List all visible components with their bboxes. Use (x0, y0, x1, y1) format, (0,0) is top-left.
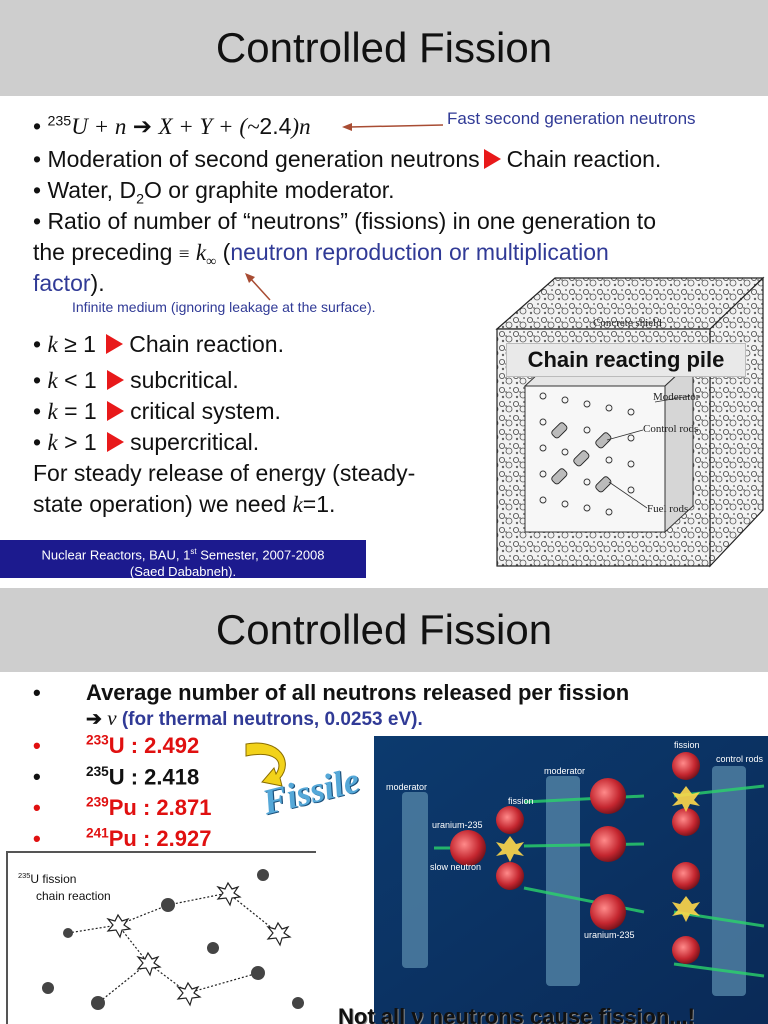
ratio-line-3: factor). (33, 270, 105, 296)
isotope-u235: 235U : 2.418 (86, 764, 200, 790)
isotope-bullet: • (33, 826, 41, 851)
chain-reaction-drawing (42, 869, 304, 1010)
infinite-medium-note: Infinite medium (ignoring leakage at the… (72, 299, 376, 315)
slide-1-title: Controlled Fission (215, 24, 553, 71)
slow-neutron-label: slow neutron (430, 862, 481, 872)
chain-reaction-label: 235U fission (18, 871, 77, 886)
control-rods-label: control rods (716, 754, 764, 764)
pile-label: Chain reacting pile (527, 347, 725, 372)
moderator-label-2: moderator (544, 766, 585, 776)
uranium-235-label-2: uranium-235 (584, 930, 635, 940)
uranium-235-label-1: uranium-235 (432, 820, 483, 830)
isotope-u233: 233U : 2.492 (86, 733, 200, 759)
slide-2: Controlled Fission • Average number of a… (0, 588, 768, 1024)
ratio-line-2: the preceding ≡ k∞ (neutron reproduction… (33, 239, 609, 270)
red-triangle-icon (483, 149, 501, 169)
slide-2-title-bar: Controlled Fission (0, 588, 768, 672)
isotope-pu241: 241Pu : 2.927 (86, 826, 212, 852)
infinite-note-arrow (245, 273, 271, 301)
pile-label-box: Chain reacting pile (506, 343, 746, 377)
curved-arrow-icon (245, 742, 286, 787)
red-triangle-icon (106, 334, 124, 354)
k-item: • k < 1 subcritical. (33, 367, 239, 393)
isotope-bullet: • (33, 764, 41, 789)
red-triangle-icon (107, 401, 125, 421)
bottom-note: Not all ν neutrons cause fission...! (338, 1004, 695, 1024)
slide-1-footer: Nuclear Reactors, BAU, 1st Semester, 200… (0, 540, 366, 578)
k-item: • k > 1 supercritical. (33, 429, 260, 455)
fast-neutron-note: Fast second generation neutrons (447, 109, 696, 128)
moderator-line: • Water, D2O or graphite moderator. (33, 177, 395, 208)
avg-bullet: • (33, 680, 41, 705)
isotope-bullet: • (33, 733, 41, 758)
fission-equation: • 235U + n ➔ X + Y + (~2.4)n (33, 113, 311, 139)
steady-line-1: For steady release of energy (steady- (33, 460, 416, 486)
chain-reaction-diagram: 235U fission chain reaction (6, 851, 316, 1024)
fission-label-2: fission (674, 740, 700, 750)
fuel-rods-label: Fuel rods (647, 503, 688, 515)
avg-neutrons-line: Average number of all neutrons released … (86, 680, 630, 705)
moderator-label-1: moderator (386, 782, 427, 792)
slide-1: Controlled Fission • 235U + n ➔ X + Y + … (0, 0, 768, 578)
fast-neutron-arrow (342, 123, 444, 131)
nu-line: ➔ ν (for thermal neutrons, 0.0253 eV). (86, 706, 423, 730)
isotope-bullet: • (33, 795, 41, 820)
moderator-label: Moderator (653, 391, 700, 403)
slide-2-title: Controlled Fission (215, 606, 553, 653)
k-item: • k ≥ 1 Chain reaction. (33, 331, 284, 357)
steady-line-2: state operation) we need k=1. (33, 491, 336, 517)
slide-1-title-bar: Controlled Fission (0, 0, 768, 96)
concrete-shield-label: Concrete shield (593, 317, 662, 329)
ratio-line-1: • Ratio of number of “neutrons” (fission… (33, 208, 656, 234)
moderation-line: • Moderation of second generation neutro… (33, 146, 662, 172)
red-triangle-icon (107, 432, 125, 452)
isotope-pu239: 239Pu : 2.871 (86, 795, 212, 821)
control-rods-label: Control rods (643, 423, 698, 435)
fission-label-1: fission (508, 796, 534, 806)
k-item: • k = 1 critical system. (33, 398, 281, 424)
reactor-illustration: moderator moderator fission fission cont… (374, 736, 768, 1024)
chain-reacting-pile-illustration: Concrete shield Moderator Control rods F… (495, 276, 765, 568)
red-triangle-icon (107, 370, 125, 390)
